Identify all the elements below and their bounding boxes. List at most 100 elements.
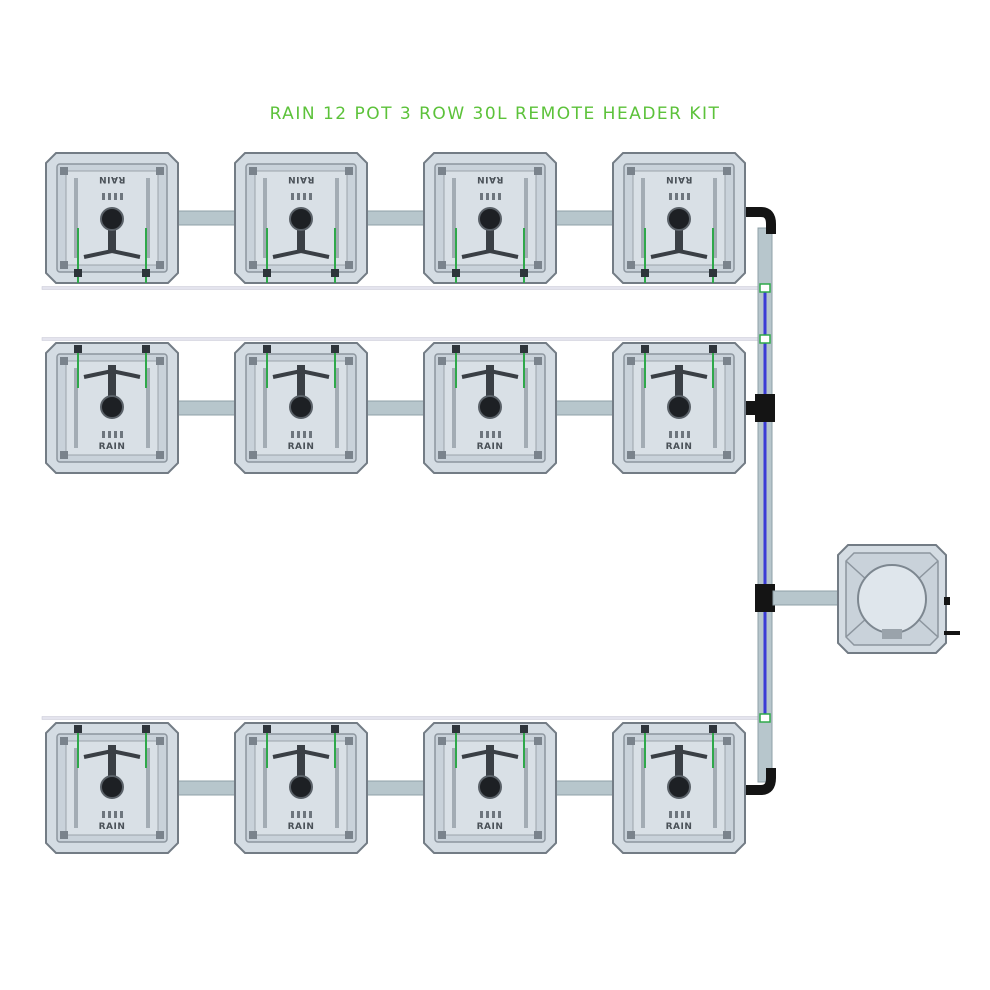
- row-pipe: [366, 400, 425, 416]
- drip-clip: [142, 725, 150, 733]
- row-pipe: [366, 210, 425, 226]
- pot-grille: [480, 193, 483, 200]
- pot-arm: [272, 368, 330, 379]
- remote-header-reservoir: [772, 544, 960, 654]
- pot-rail: [74, 368, 78, 448]
- pot-rail: [452, 178, 456, 258]
- pot-drain-hole: [289, 775, 313, 799]
- pot-grille: [309, 431, 312, 438]
- drip-clip: [331, 345, 339, 353]
- pot-rail: [641, 178, 645, 258]
- row-pipe: [177, 780, 236, 796]
- drip-clip: [452, 725, 460, 733]
- pot: RAIN: [234, 722, 368, 854]
- pot-grille: [291, 431, 294, 438]
- pot-brand-label: RAIN: [99, 174, 126, 184]
- pot-drain-hole: [478, 395, 502, 419]
- pot-stem: [297, 745, 305, 787]
- pot-corner: [723, 357, 731, 365]
- pot-rail: [524, 748, 528, 828]
- line-connector: [759, 334, 771, 344]
- pot-grille: [303, 193, 306, 200]
- drip-clip: [263, 345, 271, 353]
- pot-arm: [461, 248, 519, 259]
- pot-rail: [452, 748, 456, 828]
- pot-corner: [723, 831, 731, 839]
- pot-grille: [303, 811, 306, 818]
- line-connector: [759, 713, 771, 723]
- pot-rail: [335, 748, 339, 828]
- pot: RAIN: [423, 152, 557, 284]
- pot-corner: [60, 167, 68, 175]
- pot-grille: [102, 431, 105, 438]
- pot-grille: [486, 193, 489, 200]
- pot: RAIN: [423, 342, 557, 474]
- pot-drain-hole: [100, 775, 124, 799]
- pot-grille: [114, 193, 117, 200]
- pot-corner: [156, 831, 164, 839]
- pot-corner: [534, 451, 542, 459]
- pot-rail: [263, 748, 267, 828]
- pot-grille: [309, 811, 312, 818]
- pot-grille: [108, 431, 111, 438]
- pot-grille: [120, 811, 123, 818]
- pot-grille: [297, 431, 300, 438]
- elbow-top: [745, 207, 776, 234]
- pot-grille: [108, 811, 111, 818]
- pot-grille: [681, 811, 684, 818]
- pot-corner: [627, 167, 635, 175]
- pot-rail: [452, 368, 456, 448]
- pot-stem: [108, 745, 116, 787]
- pot-rail: [641, 748, 645, 828]
- elbow-bottom: [745, 768, 776, 795]
- pot-arm: [272, 748, 330, 759]
- pot-grille: [675, 811, 678, 818]
- row-pipe: [555, 780, 614, 796]
- pot-stem: [486, 219, 494, 253]
- pot-arm: [650, 368, 708, 379]
- pot-corner: [156, 167, 164, 175]
- pot-rail: [146, 748, 150, 828]
- pot-grille: [291, 193, 294, 200]
- pot-brand-label: RAIN: [666, 174, 693, 184]
- pot-corner: [723, 737, 731, 745]
- pot: RAIN: [45, 152, 179, 284]
- pot-grille: [492, 811, 495, 818]
- pot-grille: [297, 193, 300, 200]
- pot-grille: [114, 811, 117, 818]
- pot-rail: [641, 368, 645, 448]
- pot-corner: [345, 357, 353, 365]
- manifold: [745, 207, 776, 795]
- pot-drain-hole: [667, 775, 691, 799]
- pot-grille: [498, 193, 501, 200]
- pot-corner: [345, 737, 353, 745]
- pot-grille: [297, 811, 300, 818]
- pot: RAIN: [45, 342, 179, 474]
- pot-grille: [669, 431, 672, 438]
- pot: RAIN: [612, 152, 746, 284]
- pot-arm: [272, 248, 330, 259]
- pot-corner: [438, 831, 446, 839]
- pot: RAIN: [612, 342, 746, 474]
- pot-corner: [345, 831, 353, 839]
- line-connector: [759, 283, 771, 293]
- pot-corner: [60, 261, 68, 269]
- pot-corner: [534, 831, 542, 839]
- pot-corner: [60, 357, 68, 365]
- pot-rail: [713, 748, 717, 828]
- pot-brand-label: RAIN: [288, 442, 315, 452]
- pot-grille: [309, 193, 312, 200]
- drip-clip: [520, 725, 528, 733]
- pot-arm: [83, 748, 141, 759]
- pot-corner: [534, 167, 542, 175]
- reservoir-pipe: [772, 590, 840, 606]
- pot-brand-label: RAIN: [288, 822, 315, 832]
- pot: RAIN: [612, 722, 746, 854]
- drip-clip: [331, 725, 339, 733]
- pot-arm: [461, 368, 519, 379]
- pot-rail: [263, 368, 267, 448]
- row-pipe: [555, 400, 614, 416]
- pot-grille: [687, 193, 690, 200]
- pot-corner: [156, 357, 164, 365]
